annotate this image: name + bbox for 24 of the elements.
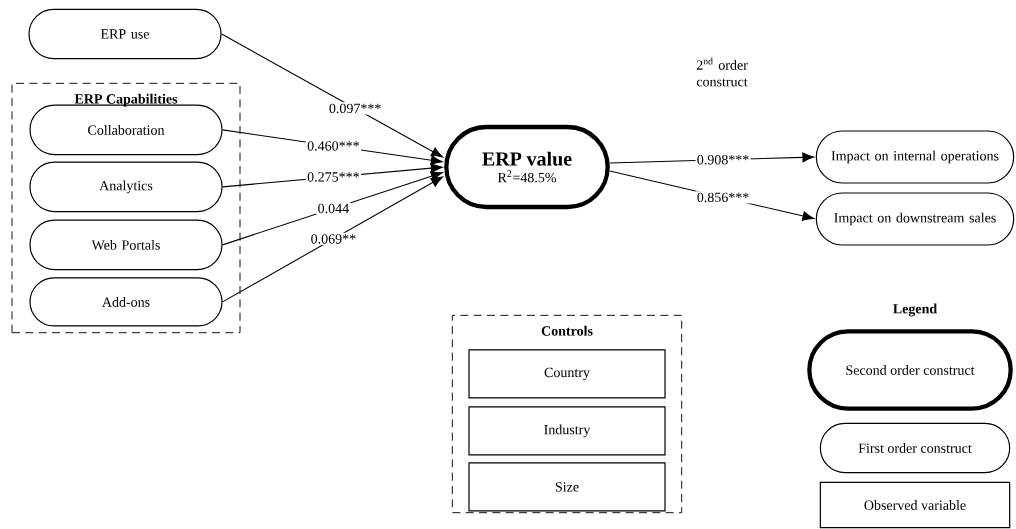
note: 2$^{nd}$ order construct: [696, 57, 748, 87]
arrow: [222, 176, 443, 303]
edge-label: 0.275***: [305, 170, 361, 184]
edge-label: 0.069**: [309, 232, 358, 245]
edge-label: 0.044: [316, 202, 351, 215]
variable-box: Industry: [468, 406, 666, 456]
edge-label: 0.097***: [327, 102, 383, 115]
legend-item: First order construct: [819, 422, 1011, 474]
construct-box: Impact on internal operations: [815, 130, 1015, 184]
variable-box: Size: [468, 462, 666, 512]
arrow: [221, 33, 443, 158]
construct-box: Analytics: [29, 161, 223, 213]
edge-label: 0.908***: [695, 153, 751, 166]
legend-item: Second order construct: [807, 329, 1013, 411]
legend-item: Observed variable: [819, 481, 1011, 529]
construct-box: ERP use: [28, 8, 222, 60]
construct-box: Add-ons: [29, 277, 223, 327]
variable-box: Country: [468, 349, 666, 399]
edge-label: 0.460***: [305, 139, 361, 153]
edge-label: 0.856***: [695, 191, 751, 204]
construct-box: ERP value R$^{2}$=48.5%: [444, 124, 610, 210]
construct-box: Impact on downstream sales: [815, 192, 1015, 246]
construct-box: Web Portals: [29, 219, 223, 271]
legend-title: Legend: [893, 303, 938, 317]
